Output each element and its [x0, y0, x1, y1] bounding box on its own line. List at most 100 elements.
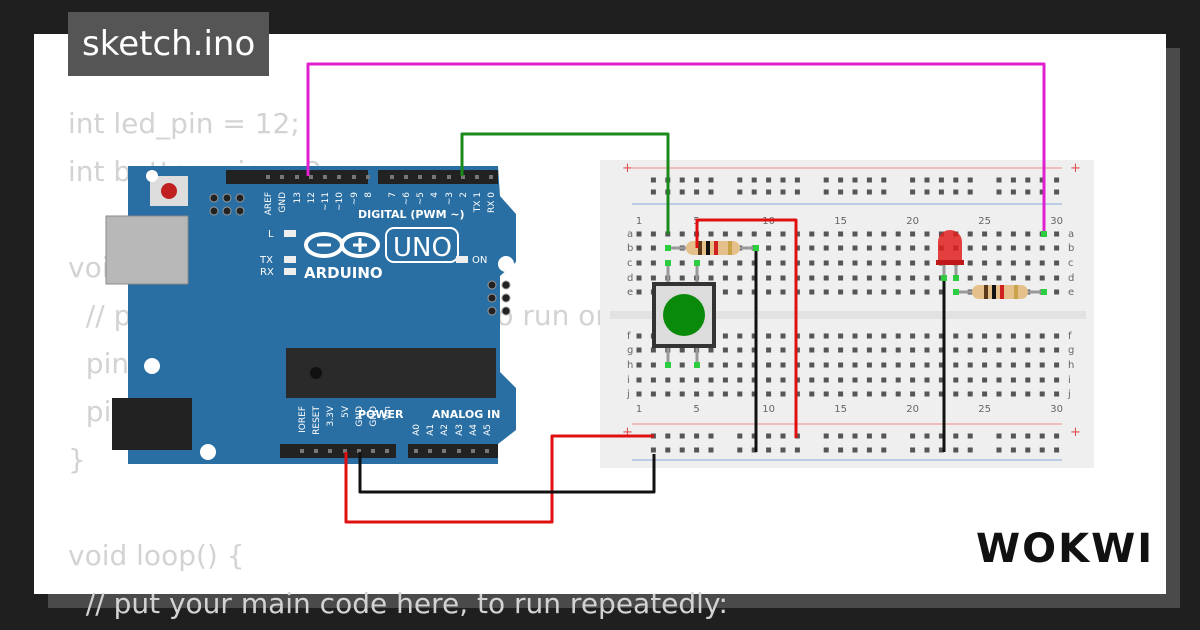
- breadboard-hole[interactable]: [1054, 231, 1060, 237]
- rail-hole[interactable]: [1010, 433, 1016, 439]
- breadboard-hole[interactable]: [1010, 260, 1016, 266]
- breadboard-hole[interactable]: [823, 333, 829, 339]
- rail-hole[interactable]: [996, 447, 1002, 453]
- breadboard-hole[interactable]: [910, 362, 916, 368]
- rail-hole[interactable]: [852, 189, 858, 195]
- breadboard-hole[interactable]: [996, 347, 1002, 353]
- rail-hole[interactable]: [852, 447, 858, 453]
- breadboard-hole[interactable]: [1010, 362, 1016, 368]
- breadboard-hole[interactable]: [722, 333, 728, 339]
- pushbutton-cap[interactable]: [663, 294, 705, 336]
- rail-hole[interactable]: [766, 189, 772, 195]
- breadboard-hole[interactable]: [866, 333, 872, 339]
- breadboard-hole[interactable]: [1054, 362, 1060, 368]
- breadboard-hole[interactable]: [636, 275, 642, 281]
- breadboard-hole[interactable]: [708, 377, 714, 383]
- rail-hole[interactable]: [708, 177, 714, 183]
- breadboard-hole[interactable]: [982, 377, 988, 383]
- breadboard-hole[interactable]: [866, 347, 872, 353]
- breadboard-hole[interactable]: [881, 362, 887, 368]
- breadboard-hole[interactable]: [636, 231, 642, 237]
- breadboard-hole[interactable]: [722, 260, 728, 266]
- breadboard-hole[interactable]: [838, 275, 844, 281]
- rail-hole[interactable]: [650, 177, 656, 183]
- rail-hole[interactable]: [996, 433, 1002, 439]
- breadboard-hole[interactable]: [751, 333, 757, 339]
- breadboard-hole[interactable]: [809, 333, 815, 339]
- rail-hole[interactable]: [967, 447, 973, 453]
- rail-hole[interactable]: [910, 189, 916, 195]
- wire-red-rail[interactable]: [695, 218, 798, 438]
- breadboard-hole[interactable]: [1010, 333, 1016, 339]
- rail-hole[interactable]: [1025, 189, 1031, 195]
- breadboard-hole[interactable]: [924, 362, 930, 368]
- breadboard-hole[interactable]: [766, 289, 772, 295]
- breadboard-hole[interactable]: [910, 245, 916, 251]
- rail-hole[interactable]: [780, 433, 786, 439]
- breadboard-hole[interactable]: [780, 362, 786, 368]
- header-pin[interactable]: [309, 175, 313, 179]
- breadboard-hole[interactable]: [852, 289, 858, 295]
- breadboard-hole[interactable]: [679, 377, 685, 383]
- breadboard-hole[interactable]: [708, 362, 714, 368]
- breadboard-hole[interactable]: [708, 231, 714, 237]
- breadboard-hole[interactable]: [751, 289, 757, 295]
- breadboard-hole[interactable]: [1039, 245, 1045, 251]
- breadboard-hole[interactable]: [809, 245, 815, 251]
- breadboard-hole[interactable]: [809, 275, 815, 281]
- breadboard-hole[interactable]: [1025, 333, 1031, 339]
- breadboard-hole[interactable]: [823, 362, 829, 368]
- breadboard-hole[interactable]: [766, 245, 772, 251]
- breadboard-hole[interactable]: [1010, 245, 1016, 251]
- wire-black-gnd[interactable]: [358, 452, 656, 494]
- rail-hole[interactable]: [881, 177, 887, 183]
- breadboard-hole[interactable]: [737, 377, 743, 383]
- breadboard-hole[interactable]: [910, 377, 916, 383]
- breadboard-hole[interactable]: [881, 275, 887, 281]
- rail-hole[interactable]: [1010, 177, 1016, 183]
- breadboard-hole[interactable]: [1025, 245, 1031, 251]
- breadboard-hole[interactable]: [895, 391, 901, 397]
- breadboard-hole[interactable]: [924, 377, 930, 383]
- breadboard-hole[interactable]: [996, 362, 1002, 368]
- breadboard-hole[interactable]: [722, 362, 728, 368]
- breadboard-hole[interactable]: [1054, 333, 1060, 339]
- header-pin[interactable]: [390, 175, 394, 179]
- breadboard-hole[interactable]: [852, 347, 858, 353]
- breadboard-hole[interactable]: [924, 289, 930, 295]
- rail-hole[interactable]: [737, 177, 743, 183]
- rail-hole[interactable]: [694, 447, 700, 453]
- rail-hole[interactable]: [794, 447, 800, 453]
- breadboard-hole[interactable]: [895, 275, 901, 281]
- breadboard-hole[interactable]: [881, 260, 887, 266]
- rail-hole[interactable]: [1025, 177, 1031, 183]
- breadboard-hole[interactable]: [938, 391, 944, 397]
- header-pin[interactable]: [343, 449, 347, 453]
- breadboard-hole[interactable]: [1010, 231, 1016, 237]
- breadboard-hole[interactable]: [881, 377, 887, 383]
- breadboard-hole[interactable]: [838, 231, 844, 237]
- breadboard-hole[interactable]: [722, 275, 728, 281]
- breadboard-hole[interactable]: [1039, 275, 1045, 281]
- breadboard-hole[interactable]: [722, 347, 728, 353]
- breadboard-hole[interactable]: [982, 245, 988, 251]
- breadboard-hole[interactable]: [852, 333, 858, 339]
- breadboard-hole[interactable]: [866, 377, 872, 383]
- breadboard-hole[interactable]: [996, 231, 1002, 237]
- breadboard-hole[interactable]: [996, 333, 1002, 339]
- breadboard-hole[interactable]: [823, 245, 829, 251]
- breadboard-hole[interactable]: [636, 245, 642, 251]
- breadboard-hole[interactable]: [1025, 347, 1031, 353]
- rail-hole[interactable]: [953, 433, 959, 439]
- breadboard-hole[interactable]: [780, 347, 786, 353]
- breadboard-hole[interactable]: [1010, 275, 1016, 281]
- reset-button[interactable]: [161, 183, 177, 199]
- breadboard-hole[interactable]: [1054, 391, 1060, 397]
- rail-hole[interactable]: [823, 433, 829, 439]
- header-pin[interactable]: [352, 175, 356, 179]
- rail-hole[interactable]: [838, 189, 844, 195]
- breadboard-hole[interactable]: [924, 245, 930, 251]
- breadboard-hole[interactable]: [1054, 245, 1060, 251]
- breadboard-hole[interactable]: [809, 377, 815, 383]
- breadboard-hole[interactable]: [636, 289, 642, 295]
